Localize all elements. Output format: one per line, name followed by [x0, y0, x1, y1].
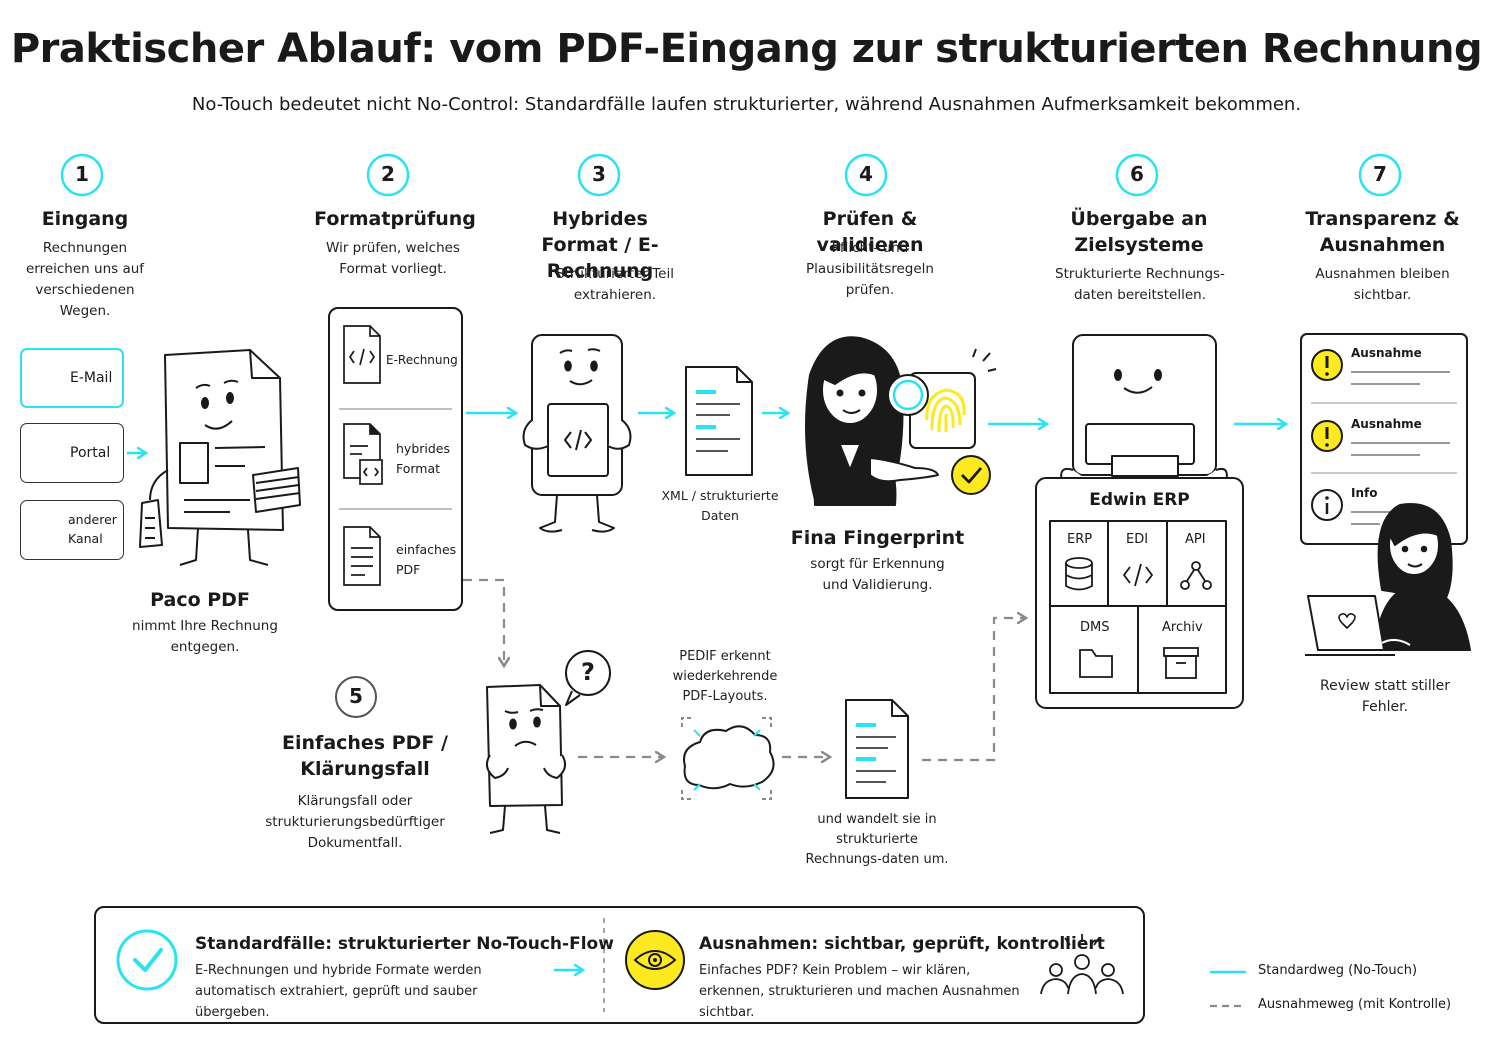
archive-icon	[1163, 647, 1199, 679]
step-5-desc: Klärungsfall oder strukturierungsbedürft…	[265, 793, 445, 851]
eye-icon	[625, 930, 685, 990]
pedif-convert-label: und wandelt sie in strukturierte Rechnun…	[805, 812, 949, 867]
format-e-invoice-label: E-Rechnung	[386, 353, 458, 367]
structured-document-icon	[845, 699, 909, 799]
page-title: Praktischer Ablauf: vom PDF-Eingang zur …	[10, 26, 1483, 72]
hybrid-file-icon	[343, 423, 383, 485]
channel-other-label: anderer Kanal	[68, 512, 117, 546]
erp-module-dms[interactable]: DMS	[1080, 620, 1110, 635]
step-6-title: Übergabe an Zielsysteme	[1070, 208, 1208, 256]
step-7-desc: Ausnahmen bleiben sichtbar.	[1315, 266, 1450, 303]
page-subtitle: No-Touch bedeutet nicht No-Control: Stan…	[191, 94, 1302, 115]
info-icon	[1311, 489, 1343, 521]
network-icon	[1180, 561, 1212, 590]
channel-portal[interactable]	[20, 423, 124, 483]
channel-email[interactable]	[20, 348, 124, 408]
step-4-title: Prüfen & validieren	[816, 208, 924, 256]
fina-name: Fina Fingerprint	[790, 527, 965, 549]
step-circle-4	[844, 153, 888, 197]
warning-icon	[1311, 349, 1343, 381]
question-icon: ?	[581, 658, 595, 686]
step-2-number: 2	[381, 162, 395, 186]
step-5-title: Einfaches PDF / Klärungsfall	[282, 732, 448, 780]
folder-icon	[1079, 649, 1113, 678]
database-icon	[1065, 557, 1093, 591]
paco-pdf-character	[139, 349, 301, 566]
pedif-cloud-icon	[681, 717, 775, 800]
arrow-format-to-simple-pdf	[463, 578, 504, 666]
xml-label: XML / strukturierte Daten	[661, 488, 779, 523]
team-icon	[1040, 934, 1124, 995]
reviewer-desc: Review statt stiller Fehler.	[1320, 678, 1451, 715]
erp-module-edi[interactable]: EDI	[1126, 532, 1149, 547]
reviewer-character	[1305, 503, 1471, 656]
step-3-number: 3	[592, 162, 606, 186]
channel-email-label: E-Mail	[70, 370, 113, 386]
step-circle-7	[1358, 153, 1402, 197]
step-3-title: Hybrides Format / E-Rechnung	[541, 208, 659, 282]
step-1-title: Eingang	[41, 208, 129, 230]
legend-standard-text: E-Rechnungen und hybride Formate werden …	[195, 963, 482, 1020]
code-file-icon	[343, 325, 381, 384]
legend-exception-text: Einfaches PDF? Kein Problem – wir klären…	[699, 963, 1020, 1020]
legend-exception-title: Ausnahmen: sichtbar, geprüft, kontrollie…	[699, 934, 1105, 954]
arrow-doc-to-erp	[922, 618, 1026, 762]
edwin-erp-character	[1035, 334, 1244, 709]
legend-standard-title: Standardfälle: strukturierter No-Touch-F…	[195, 934, 614, 954]
step-circle-3	[577, 153, 621, 197]
erp-title: Edwin ERP	[1089, 490, 1190, 510]
fina-desc: sorgt für Erkennung und Validierung.	[810, 556, 945, 593]
step-circle-5	[335, 676, 377, 718]
step-1-desc: Rechnungen erreichen uns auf verschieden…	[25, 240, 145, 319]
exception-item-1-label[interactable]: Ausnahme	[1351, 346, 1422, 360]
step-7-number: 7	[1373, 162, 1387, 186]
code-icon	[1122, 563, 1154, 587]
step-2-desc: Wir prüfen, welches Format vorliegt.	[326, 240, 460, 277]
paco-name: Paco PDF	[150, 589, 250, 611]
text-file-icon	[343, 526, 381, 586]
step-3-desc: Strukturierter Teil extrahieren.	[556, 266, 674, 303]
legend-line-standard-label: Standardweg (No-Touch)	[1258, 963, 1418, 978]
legend-line-exception-label: Ausnahmeweg (mit Kontrolle)	[1258, 997, 1452, 1012]
warning-icon	[1311, 420, 1343, 452]
channel-portal-label: Portal	[70, 445, 111, 461]
step-6-number: 6	[1130, 162, 1144, 186]
step-circle-6	[1115, 153, 1159, 197]
step-7-title: Transparenz & Ausnahmen	[1305, 208, 1460, 256]
fina-fingerprint-character	[805, 336, 997, 506]
step-4-desc: Pflicht- und Plausibilitätsregeln prüfen…	[806, 240, 934, 298]
xml-document-icon	[685, 366, 753, 476]
step-5-number: 5	[349, 684, 363, 708]
hybrid-format-character	[522, 334, 632, 533]
step-1-number: 1	[75, 162, 89, 186]
step-circle-1	[60, 153, 104, 197]
channel-other[interactable]	[20, 500, 124, 560]
exceptions-panel	[1300, 333, 1468, 545]
format-simple-pdf-label: einfaches PDF	[396, 542, 457, 577]
exception-item-2-label[interactable]: Ausnahme	[1351, 417, 1422, 431]
paco-desc: nimmt Ihre Rechnung entgegen.	[132, 618, 278, 655]
erp-module-api[interactable]: API	[1185, 532, 1206, 547]
format-hybrid-label: hybrides Format	[396, 441, 451, 476]
check-circle-icon	[116, 929, 178, 991]
step-6-desc: Strukturierte Rechnungs-daten bereitstel…	[1055, 266, 1225, 303]
simple-pdf-character	[485, 650, 611, 834]
erp-module-archiv[interactable]: Archiv	[1162, 620, 1203, 635]
step-2-title: Formatprüfung	[314, 208, 476, 230]
step-4-number: 4	[859, 162, 873, 186]
step-circle-2	[366, 153, 410, 197]
legend-box	[94, 906, 1145, 1024]
erp-module-erp[interactable]: ERP	[1067, 532, 1093, 547]
pedif-label: PEDIF erkennt wiederkehrende PDF-Layouts…	[672, 649, 778, 704]
exception-item-3-label[interactable]: Info	[1351, 486, 1378, 500]
